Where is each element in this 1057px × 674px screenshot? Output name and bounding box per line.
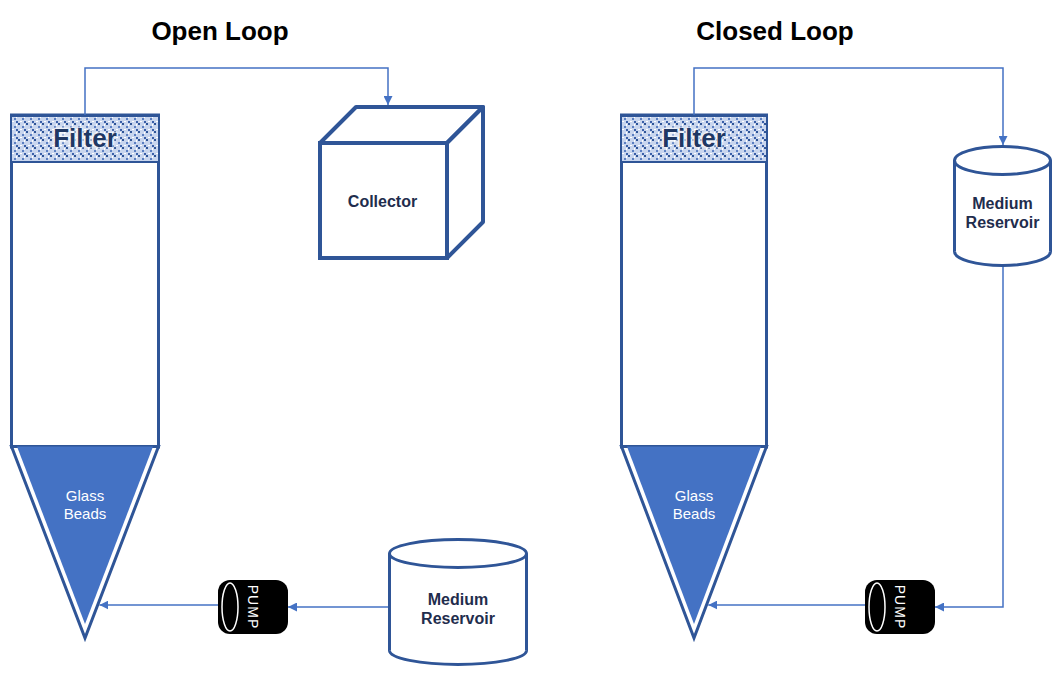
glass-bead-bed-outline xyxy=(620,445,768,640)
reservoir-cylinder: Medium Reservoir xyxy=(388,538,528,666)
cube-side xyxy=(447,107,483,258)
text-region: Medium Reservoir xyxy=(392,568,524,650)
cylinder-side xyxy=(525,554,528,651)
text-region: Filter xyxy=(10,115,160,163)
collector-box: Collector xyxy=(318,105,485,260)
pump-symbol: PUMP xyxy=(865,580,935,634)
flow-arrow xyxy=(935,267,1003,607)
cube-front xyxy=(320,143,447,258)
section-heading: Open Loop xyxy=(70,16,370,47)
text-region: Collector xyxy=(318,143,447,260)
text-region: Filter xyxy=(620,115,768,163)
text-region: Glass Beads xyxy=(40,463,130,547)
node-text: Glass Beads xyxy=(653,487,735,523)
node-text: Collector xyxy=(348,192,417,211)
text-region: Medium Reservoir xyxy=(957,175,1048,251)
pump-end xyxy=(222,583,238,631)
glass-bead-bed: Glass Beads xyxy=(10,445,160,640)
tube-tip xyxy=(622,447,767,639)
cylinder-top xyxy=(955,147,1051,175)
cylinder-side xyxy=(953,161,956,252)
filter-box: Filter xyxy=(620,115,768,163)
pump-body xyxy=(218,580,288,634)
flow-arrow xyxy=(708,604,865,606)
tube-body xyxy=(12,115,159,447)
flow-arrow xyxy=(99,604,218,606)
flow-arrow xyxy=(85,68,388,115)
node-text: PUMP xyxy=(245,585,262,629)
node-text: Filter xyxy=(53,123,117,154)
reservoir-cylinder: Medium Reservoir xyxy=(953,145,1052,267)
filter-outline xyxy=(621,116,767,162)
glass-bead-bed-outline xyxy=(10,445,160,640)
flow-arrow xyxy=(288,606,388,608)
node-text: Glass Beads xyxy=(44,487,126,523)
filter-outline xyxy=(11,116,159,162)
pump-body xyxy=(865,580,935,634)
tube-tip xyxy=(12,447,159,639)
node-text: Medium Reservoir xyxy=(396,590,520,628)
pump-end xyxy=(869,583,885,631)
text-region: PUMP xyxy=(865,580,935,634)
tube-body xyxy=(622,115,767,447)
filter-box: Filter xyxy=(10,115,160,163)
cylinder-side xyxy=(1049,161,1052,252)
bead-fill xyxy=(627,447,761,625)
cylinder-top xyxy=(390,540,527,568)
text-region: Glass Beads xyxy=(649,463,739,547)
section-heading: Closed Loop xyxy=(625,16,925,47)
cylinder-side xyxy=(388,554,391,651)
bead-fill xyxy=(17,447,153,625)
node-text: Filter xyxy=(662,123,726,154)
pump-symbol: PUMP xyxy=(218,580,288,634)
node-text: PUMP xyxy=(892,585,909,629)
collector-box-outline xyxy=(318,105,485,260)
text-region: PUMP xyxy=(218,580,288,634)
glass-bead-bed: Glass Beads xyxy=(620,445,768,640)
node-text: Medium Reservoir xyxy=(961,194,1044,232)
